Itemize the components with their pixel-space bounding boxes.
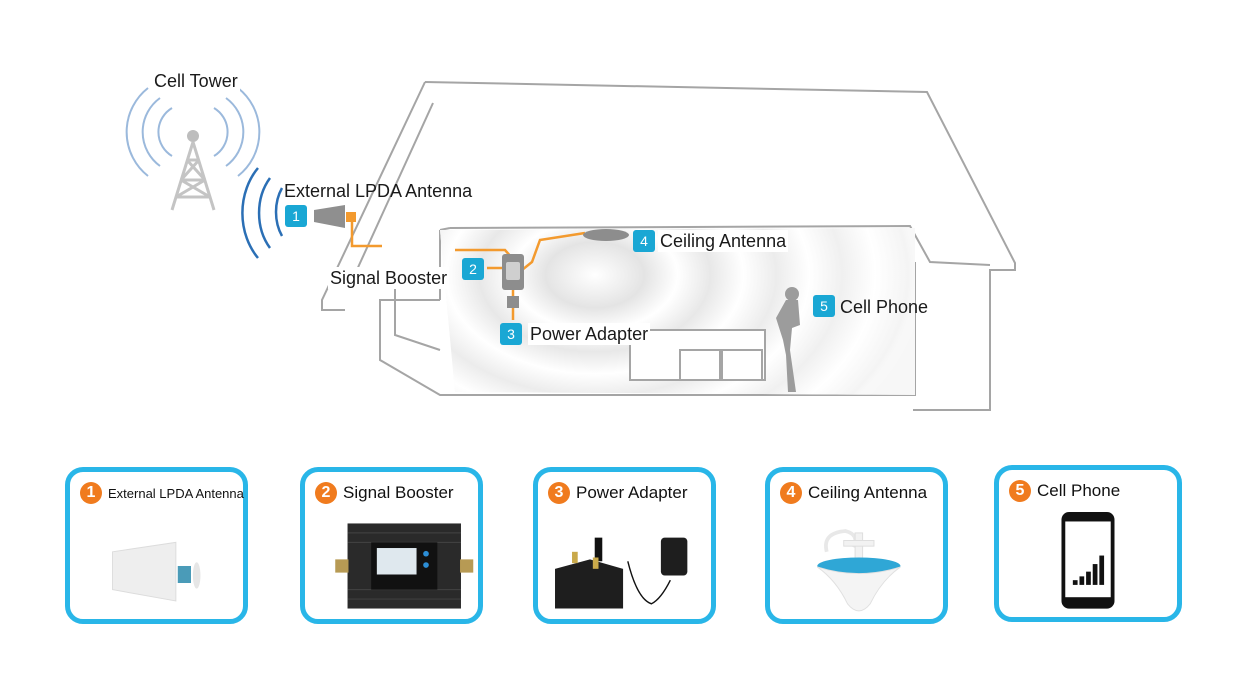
label-external-antenna: External LPDA Antenna xyxy=(284,181,473,201)
signal-bars-icon xyxy=(1072,555,1105,585)
card-label: External LPDA Antenna xyxy=(108,485,244,501)
signal-coverage-waves xyxy=(440,228,915,395)
label-cell-phone: Cell Phone xyxy=(840,297,929,317)
label-ceiling-antenna: Ceiling Antenna xyxy=(658,230,789,252)
signal-booster-device-icon xyxy=(502,254,524,308)
card-label: Ceiling Antenna xyxy=(808,483,928,502)
antenna-signal-waves xyxy=(241,167,284,259)
card-number: 3 xyxy=(548,482,570,504)
ceiling-antenna-icon xyxy=(816,529,901,612)
card-number: 4 xyxy=(780,482,802,504)
card-signal-booster: 2 Signal Booster xyxy=(300,467,483,624)
badge-1: 1 xyxy=(285,205,307,227)
label-signal-booster: Signal Booster xyxy=(328,267,450,289)
person-silhouette-icon xyxy=(776,287,800,392)
card-cell-phone: 5 Cell Phone xyxy=(994,465,1182,622)
label-cell-tower: Cell Tower xyxy=(152,70,240,92)
sofa-icon xyxy=(629,329,766,381)
badge-5: 5 xyxy=(813,295,835,317)
badge-2: 2 xyxy=(462,258,484,280)
card-label: Power Adapter xyxy=(576,483,688,502)
card-number: 1 xyxy=(80,482,102,504)
card-number: 5 xyxy=(1009,480,1031,502)
card-power-adapter: 3 Power Adapter xyxy=(533,467,716,624)
lpda-antenna-device-icon xyxy=(314,205,356,228)
card-label: Cell Phone xyxy=(1037,481,1121,500)
label-power-adapter: Power Adapter xyxy=(528,323,651,345)
signal-booster-icon xyxy=(335,523,474,609)
badge-4: 4 xyxy=(633,230,655,252)
card-label: Signal Booster xyxy=(343,483,454,502)
card-number: 2 xyxy=(315,482,337,504)
card-ceiling-antenna: 4 Ceiling Antenna xyxy=(765,467,948,624)
power-adapter-icon xyxy=(555,537,688,609)
card-external-antenna: 1 External LPDA Antenna xyxy=(65,467,248,624)
ceiling-antenna-device-icon xyxy=(583,229,629,241)
badge-3: 3 xyxy=(500,323,522,345)
cell-phone-icon xyxy=(1061,512,1115,609)
cell-tower-icon xyxy=(125,87,261,211)
lpda-antenna-icon xyxy=(112,541,201,602)
